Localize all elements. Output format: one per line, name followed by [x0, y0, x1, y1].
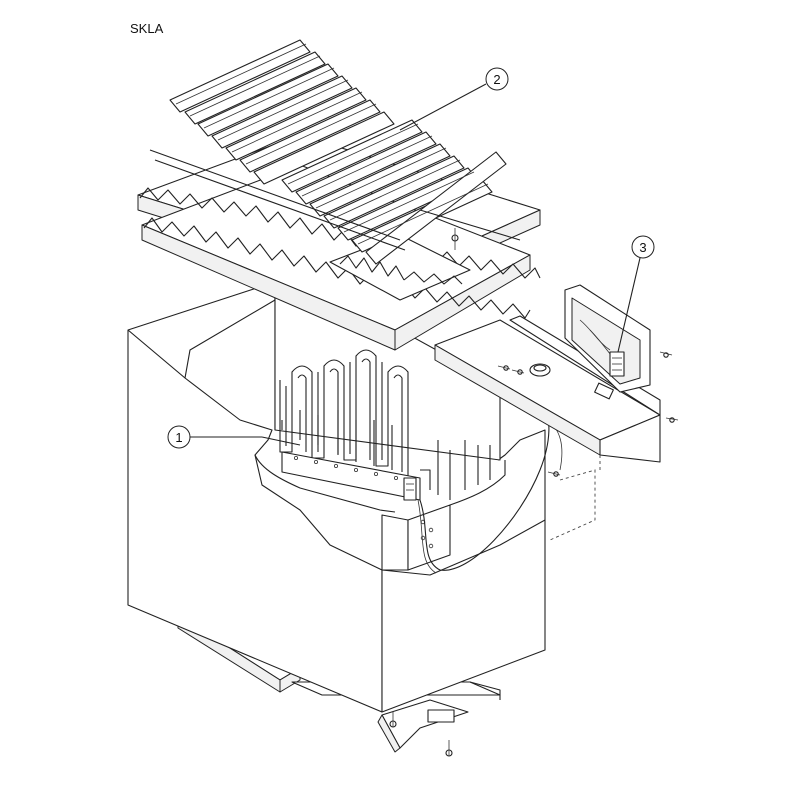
callout-1-number: 1	[175, 430, 182, 445]
base-screws	[389, 712, 453, 757]
stone-rails	[149, 39, 521, 265]
callout-3-number: 3	[639, 240, 646, 255]
callout-1: 1	[167, 425, 301, 449]
callout-2-number: 2	[493, 72, 500, 87]
front-corner-post	[381, 504, 451, 571]
cutaway-edge	[254, 454, 506, 513]
control-panel	[434, 284, 679, 541]
outer-cabinet	[127, 281, 546, 713]
callout-2: 2	[399, 67, 509, 131]
callout-3: 3	[617, 235, 655, 353]
stone-grate	[137, 39, 541, 351]
heating-elements	[279, 349, 491, 501]
model-label: SKLA	[130, 21, 164, 36]
